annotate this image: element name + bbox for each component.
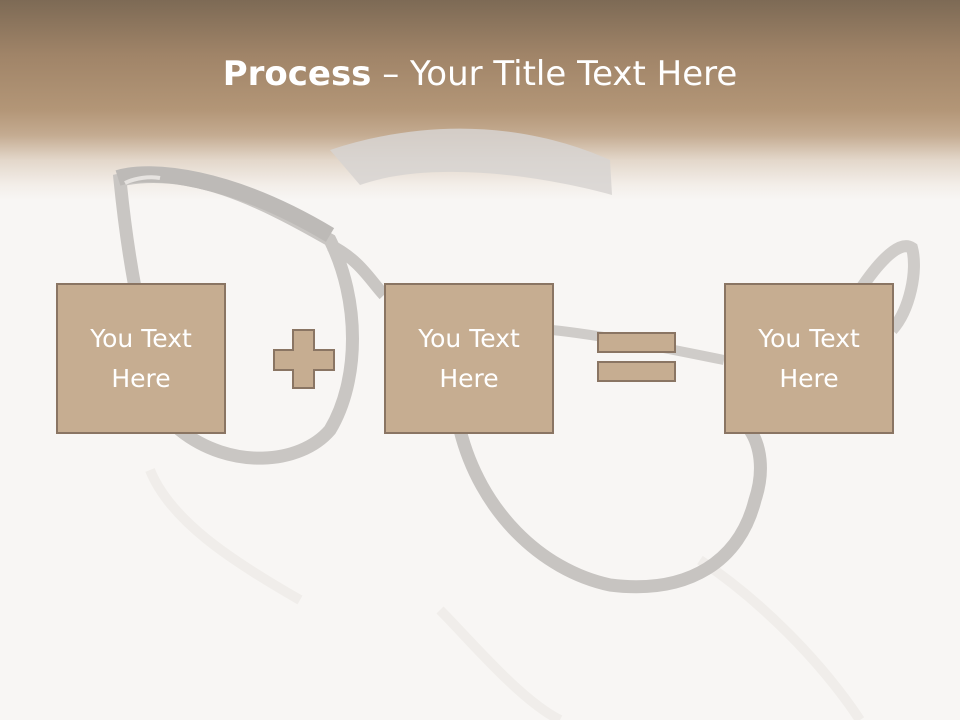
process-box-3[interactable]: You Text Here bbox=[724, 283, 894, 434]
process-box-2[interactable]: You Text Here bbox=[384, 283, 554, 434]
process-box-1[interactable]: You Text Here bbox=[56, 283, 226, 434]
slide-title: Process – Your Title Text Here bbox=[0, 52, 960, 96]
process-box-2-text: You Text Here bbox=[418, 323, 520, 393]
process-box-1-text: You Text Here bbox=[90, 323, 192, 393]
title-rest-part: – Your Title Text Here bbox=[371, 54, 738, 94]
title-bold-part: Process bbox=[222, 54, 372, 94]
process-box-3-text: You Text Here bbox=[758, 323, 860, 393]
